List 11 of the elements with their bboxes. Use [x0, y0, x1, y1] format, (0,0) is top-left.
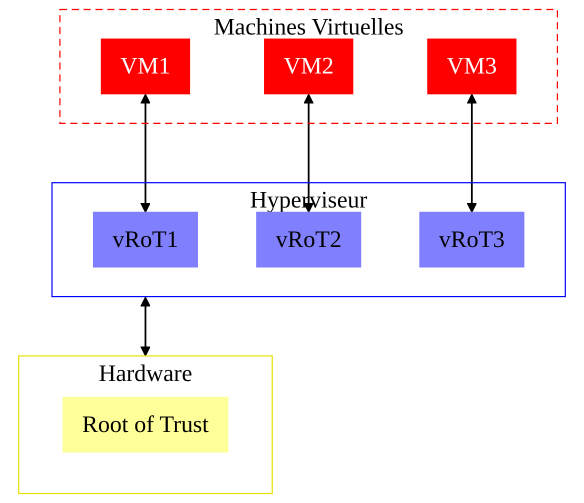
arrow: [140, 94, 151, 213]
node-box: VM3: [427, 38, 516, 94]
node-box: vRoT2: [256, 212, 362, 268]
node-box: VM2: [264, 38, 354, 94]
node-box: vRoT1: [92, 212, 198, 268]
node-box: Root of Trust: [62, 396, 228, 453]
node-box: VM1: [100, 38, 190, 94]
node-box: vRoT3: [419, 212, 524, 268]
arrow: [466, 94, 478, 213]
arrow: [140, 296, 151, 356]
arrow: [303, 94, 314, 213]
